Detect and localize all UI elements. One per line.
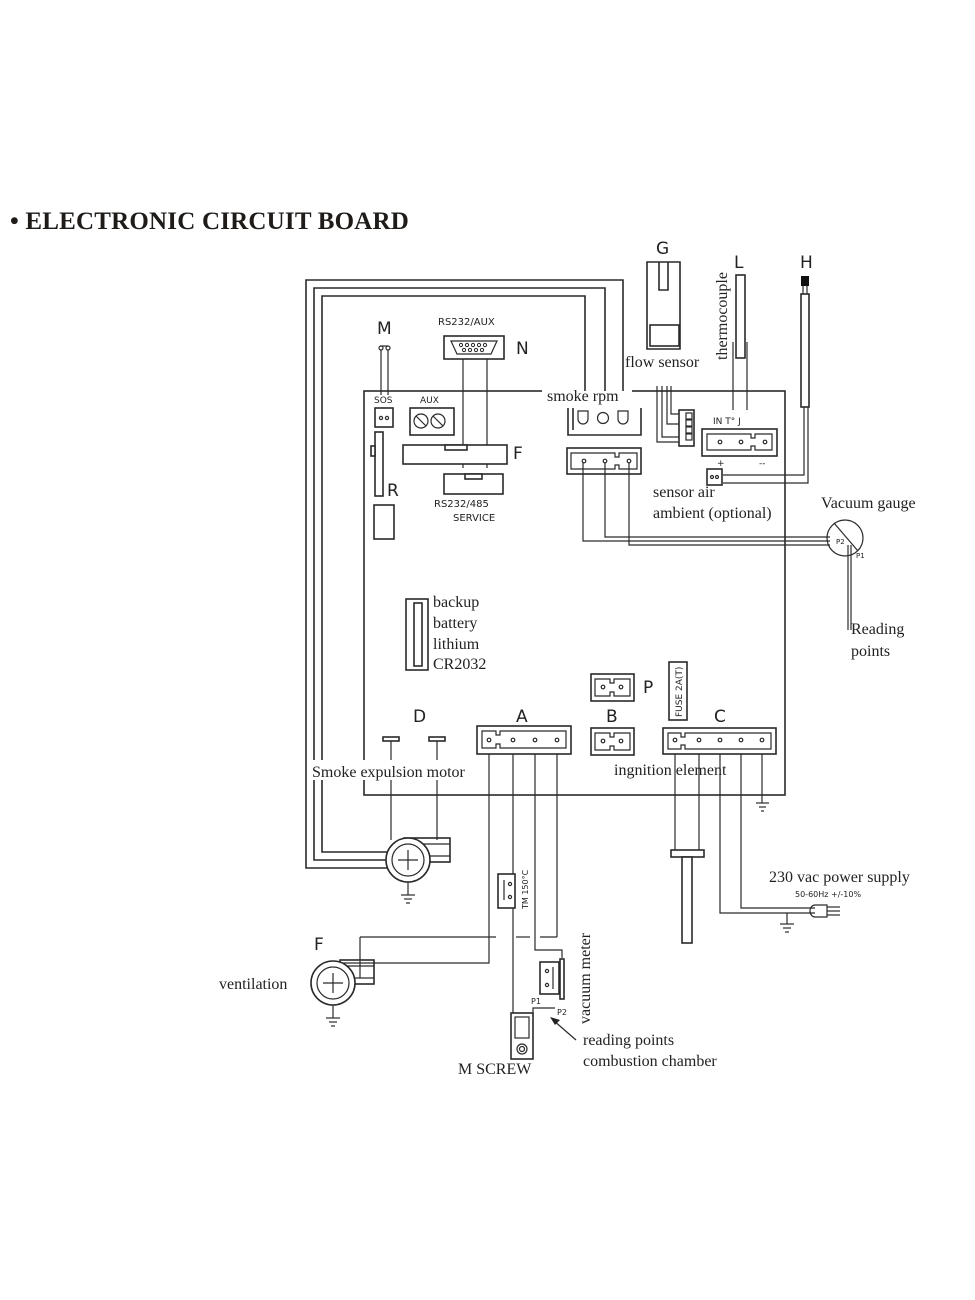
label-vacuum-meter: vacuum meter (577, 932, 594, 1024)
m-switch: M (377, 319, 392, 395)
label-service: SERVICE (453, 513, 495, 524)
ignition-element (670, 754, 705, 944)
label-m: M (377, 319, 392, 339)
label-thermocouple: thermocouple (714, 272, 731, 360)
label-d: D (413, 707, 426, 727)
label-a: A (516, 707, 528, 727)
smoke-expulsion-motor (385, 837, 451, 904)
label-minus: -- (759, 459, 766, 469)
label-l: L (734, 253, 744, 273)
label-in-t-j: IN T° J (713, 417, 741, 427)
label-r: R (387, 481, 399, 501)
d-terminals (382, 736, 446, 840)
power-supply-wires (719, 754, 815, 933)
backup-battery: backup battery lithium CR2032 (405, 594, 486, 673)
label-flow-sensor: flow sensor (625, 354, 700, 371)
label-smoke-expulsion-motor: Smoke expulsion motor (312, 764, 466, 781)
label-ignition-element: ingnition element (614, 762, 727, 779)
ventilation-fan: F ventilation (219, 935, 375, 1027)
smoke-rpm-connector (567, 408, 642, 436)
label-rs232-485: RS232/485 (434, 499, 489, 510)
page-title: • ELECTRONIC CIRCUIT BOARD (10, 208, 409, 235)
label-points: points (851, 643, 890, 660)
label-battery-2: battery (433, 615, 477, 632)
c-connector (662, 727, 777, 755)
label-vm-p1: P1 (531, 997, 541, 1006)
thermocouple-l: L thermocouple IN T° J + -- (701, 253, 778, 469)
label-n: N (516, 339, 529, 359)
label-g: G (656, 239, 669, 259)
tm150-thermostat: TM 150°C (497, 869, 530, 910)
aux-terminal: AUX (409, 396, 455, 436)
board-label-gap (542, 385, 632, 399)
b-connector (590, 727, 635, 756)
label-m-screw: M SCREW (458, 1061, 532, 1078)
label-battery-1: backup (433, 594, 479, 611)
label-f-board: F (513, 444, 523, 464)
r-component: R (370, 431, 399, 540)
power-plug-icon (809, 904, 840, 918)
m-screw: M SCREW (458, 1012, 534, 1078)
label-f-fan: F (314, 935, 324, 955)
label-battery-4: CR2032 (433, 656, 486, 673)
label-battery-3: lithium (433, 636, 480, 653)
f-connector: F (402, 444, 523, 465)
label-vg-p1: P1 (856, 552, 865, 560)
label-plus: + (717, 459, 725, 469)
label-reading-points-cc: reading points (583, 1032, 674, 1049)
label-sos: SOS (374, 396, 393, 406)
label-tm150: TM 150°C (521, 869, 530, 910)
sensor-h: H sensor air ambient (optional) (653, 253, 813, 522)
label-smoke-rpm: smoke rpm (547, 388, 619, 405)
label-power-spec: 50-60Hz +/-10% (795, 890, 861, 899)
sos-connector: SOS (374, 396, 394, 428)
three-pin-connector (566, 447, 830, 546)
label-rs232-aux: RS232/AUX (438, 317, 495, 328)
label-combustion-chamber: combustion chamber (583, 1053, 717, 1070)
label-ventilation: ventilation (219, 976, 287, 993)
label-reading: Reading (851, 621, 904, 638)
vacuum-meter: P1 P2 vacuum meter reading points combus… (513, 932, 717, 1070)
label-h: H (800, 253, 813, 273)
label-aux: AUX (420, 396, 439, 406)
p-connector: P (590, 673, 653, 702)
a-connector (476, 725, 572, 755)
label-ambient-optional: ambient (optional) (653, 505, 772, 522)
smoke-rpm-wires (305, 279, 624, 869)
label-vacuum-gauge: Vacuum gauge (821, 495, 916, 512)
label-c: C (714, 707, 726, 727)
label-b: B (606, 707, 618, 727)
rs232-485-service-port: RS232/485 SERVICE (434, 473, 504, 524)
fuse: FUSE 2A(T) (668, 661, 688, 721)
label-fuse: FUSE 2A(T) (675, 667, 685, 717)
label-vm-p2: P2 (557, 1008, 567, 1017)
flow-sensor-g: G flow sensor (625, 239, 700, 447)
label-sensor-air: sensor air (653, 484, 715, 501)
vacuum-gauge: Vacuum gauge P2 P1 Reading points (821, 495, 916, 660)
label-p: P (643, 678, 653, 698)
label-power-supply: 230 vac power supply (769, 869, 910, 886)
label-vg-p2: P2 (836, 538, 845, 546)
